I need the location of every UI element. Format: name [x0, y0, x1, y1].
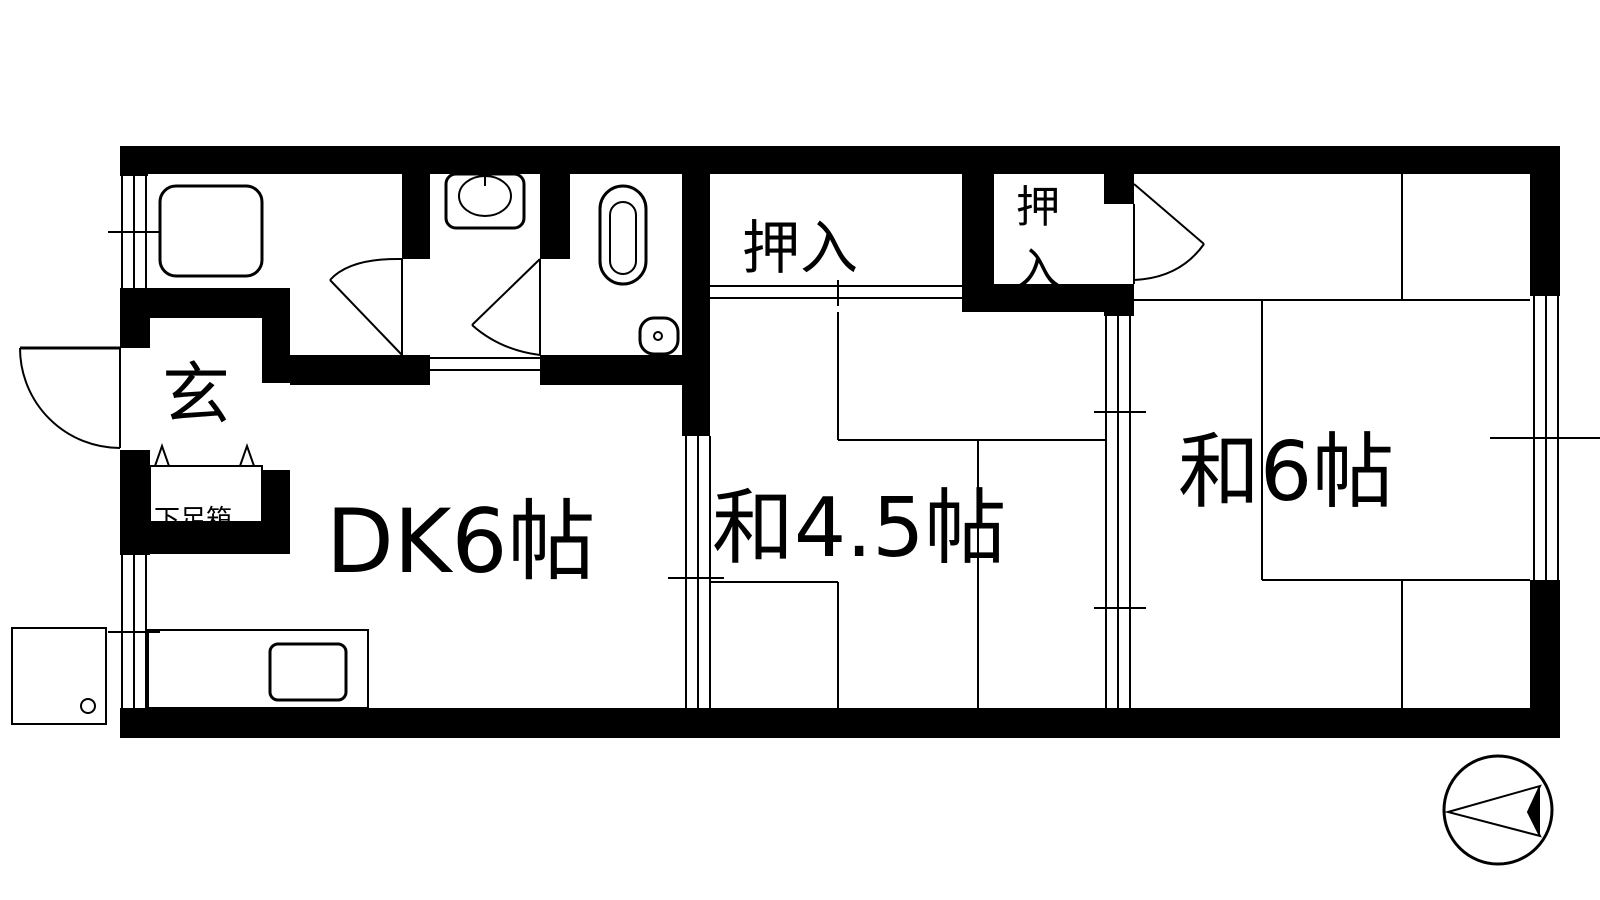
closet-side-label-top: 押 — [1016, 182, 1060, 233]
washing-machine-icon — [11, 627, 107, 725]
washitsu-partition — [1094, 316, 1146, 708]
kitchen-sink-icon — [268, 642, 348, 702]
closet-sliding-doors — [710, 280, 962, 306]
washbasin-icon — [444, 172, 526, 230]
room-label-dk: DK6帖 — [326, 490, 595, 593]
room-door-right — [1133, 183, 1205, 284]
tatami-4-5 — [710, 312, 1106, 708]
left-wall-window — [108, 174, 160, 708]
toilet-icon — [598, 184, 680, 356]
closet-side-label-bottom: 入 — [1016, 244, 1060, 295]
wet-area-walls — [290, 174, 710, 436]
room-label-washitsu-large: 和6帖 — [1178, 425, 1394, 520]
kitchen-counter — [147, 629, 369, 709]
dk-partition — [668, 436, 724, 708]
tatami-6 — [1134, 174, 1530, 708]
entrance-label: 玄 — [162, 356, 230, 435]
shoe-box — [149, 442, 263, 523]
entrance-walls — [120, 288, 290, 555]
toilet-door — [471, 258, 541, 356]
right-wall-window — [1490, 296, 1600, 580]
outer-walls — [120, 146, 1560, 738]
room-label-washitsu-small: 和4.5帖 — [712, 481, 1006, 576]
shoe-box-label: 下足箱 — [154, 505, 232, 535]
bathtub-icon — [158, 184, 264, 278]
bath-door — [329, 257, 403, 356]
entrance-door — [19, 346, 121, 449]
closet-walls — [962, 174, 1134, 316]
closet-label: 押入 — [742, 214, 858, 282]
north-arrow-icon — [1442, 754, 1554, 866]
